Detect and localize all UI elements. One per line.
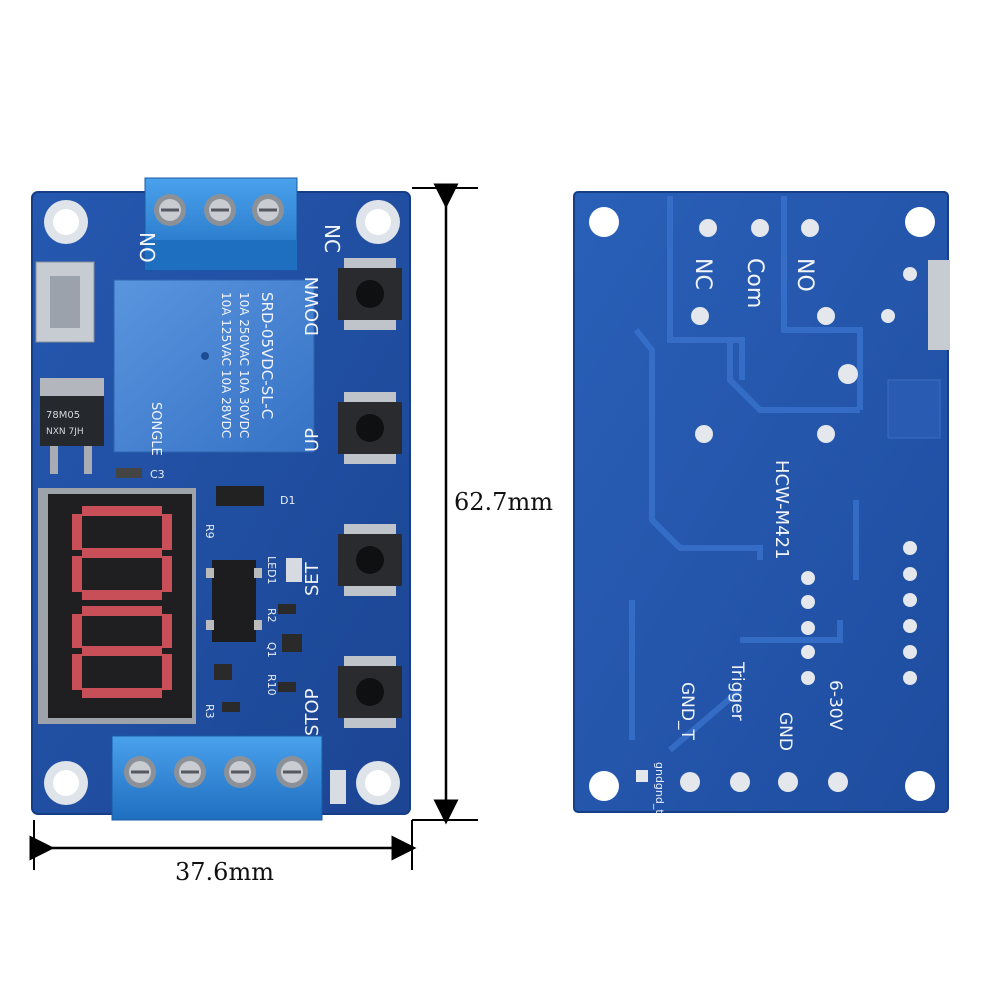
back-label-vin: 6-30V	[825, 680, 845, 731]
label-c3: C3	[150, 468, 165, 481]
dimension-height	[412, 183, 478, 825]
back-label-gnd-t: GND_T	[677, 682, 697, 740]
label-no: NO	[135, 232, 159, 263]
relay-rating-2: 10A 125VAC 10A 28VDC	[219, 292, 233, 438]
back-label-gnd: GND	[775, 712, 795, 751]
width-label: 37.6mm	[175, 858, 274, 886]
back-label-com: Com	[742, 258, 767, 308]
label-r3: R3	[203, 704, 216, 719]
mount-hole-icon	[44, 200, 400, 805]
back-label-no: NO	[792, 258, 817, 292]
back-label-gndgnd: gndgnd_t	[653, 762, 666, 814]
label-led1: LED1	[265, 556, 278, 585]
back-label-trigger: Trigger	[727, 661, 747, 721]
tact-button-set[interactable]	[338, 524, 402, 596]
smd-components	[116, 468, 302, 712]
label-stop: STOP	[302, 688, 323, 736]
regulator-sublabel: NXN 7JH	[46, 427, 84, 437]
label-r10: R10	[265, 674, 278, 696]
front-board: NO NC SRD-05VDC-SL-C 10A 250VAC 10A 30VD…	[31, 177, 411, 821]
label-set: SET	[302, 561, 323, 596]
label-d1: D1	[280, 494, 295, 507]
label-nc: NC	[320, 224, 344, 253]
label-up: UP	[302, 428, 323, 452]
tact-button-down[interactable]	[338, 258, 402, 330]
micro-usb-port	[35, 261, 95, 343]
label-down: DOWN	[302, 277, 323, 336]
voltage-regulator: 78M05 NXN 7JH	[40, 378, 104, 474]
tact-button-stop[interactable]	[338, 656, 402, 728]
via-grid	[887, 379, 941, 439]
bottom-terminal-block	[111, 735, 323, 821]
tact-button-up[interactable]	[338, 392, 402, 464]
back-board: NC Com NO HCW-M421 Trigger GND_T GND 6-3…	[573, 191, 950, 814]
label-r2: R2	[265, 608, 278, 623]
height-label: 62.7mm	[454, 488, 553, 516]
label-r9: R9	[203, 524, 216, 539]
relay: SRD-05VDC-SL-C 10A 250VAC 10A 30VDC 10A …	[113, 279, 315, 456]
seven-segment-display	[38, 488, 196, 724]
regulator-label: 78M05	[46, 410, 80, 421]
header-pins	[330, 770, 346, 804]
relay-rating-1: 10A 250VAC 10A 30VDC	[237, 292, 251, 438]
pcb-traces	[629, 196, 863, 753]
dimension-width	[29, 820, 417, 870]
screw-icon	[124, 756, 308, 788]
relay-model: SRD-05VDC-SL-C	[258, 292, 276, 419]
back-label-nc: NC	[690, 258, 715, 290]
mount-hole-icon	[589, 207, 935, 801]
label-q1: Q1	[265, 642, 278, 658]
solder-pads	[636, 219, 917, 792]
usb-edge	[928, 260, 950, 350]
screw-icon	[154, 194, 284, 226]
relay-brand: SONGLE	[148, 402, 163, 456]
top-terminal-block	[144, 177, 298, 271]
back-label-model: HCW-M421	[771, 460, 792, 560]
